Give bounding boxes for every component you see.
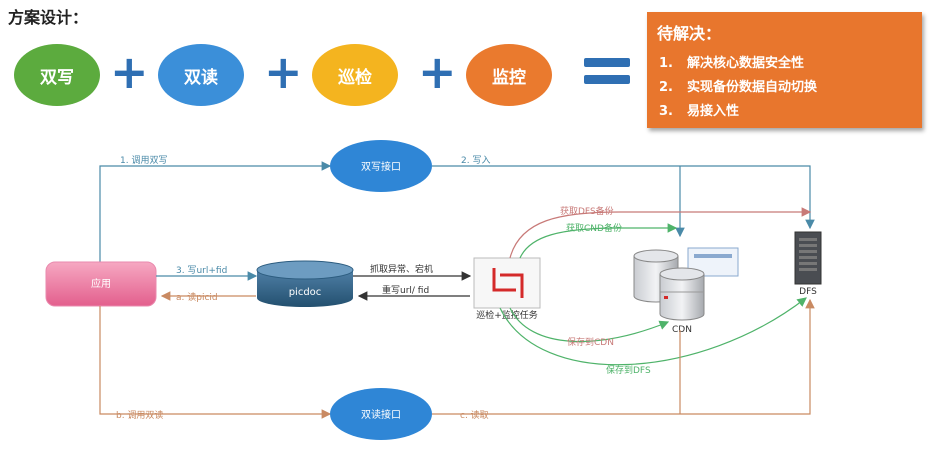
edge-save-dfs <box>499 297 807 366</box>
app-label: 应用 <box>91 277 111 290</box>
edge-call-write <box>99 161 332 262</box>
double-read-label: 双读 <box>184 67 218 88</box>
page-title: 方案设计： <box>8 8 89 27</box>
task-router-icon <box>492 268 524 298</box>
task-node <box>473 257 541 309</box>
edge-get-dfs-backup <box>509 207 812 259</box>
goal-item: 2. 实现备份数据自动切换 <box>659 76 817 95</box>
dfs-label: DFS <box>799 287 817 297</box>
inspection-circle: 巡检 <box>312 44 398 106</box>
goal-number: 3. <box>659 104 673 119</box>
goal-item: 1. 解决核心数据安全性 <box>659 52 804 71</box>
inspection-label: 巡检 <box>338 67 372 88</box>
edge-get-dfs-backup-label: 获取DFS备份 <box>560 205 614 217</box>
edge-save-cdn-label: 保存到CDN <box>567 336 614 348</box>
goal-text: 易接入性 <box>687 104 740 119</box>
edge-fetch-error-label: 抓取异常、宕机 <box>370 263 433 275</box>
monitor-circle: 监控 <box>466 44 552 106</box>
edge-read-label: c. 读取 <box>460 409 489 421</box>
app-node <box>45 261 157 307</box>
write-api-node <box>330 140 432 192</box>
cdn-node <box>633 247 739 321</box>
goal-number: 1. <box>659 56 673 71</box>
plus-sign-2: + <box>264 45 303 99</box>
edge-call-read-label: b. 调用双读 <box>116 409 163 421</box>
edge-read-dfs <box>432 298 815 415</box>
edge-get-cdn-backup-label: 获取CND备份 <box>566 222 622 234</box>
monitor-label: 监控 <box>492 67 526 88</box>
picdoc-label: picdoc <box>289 287 322 298</box>
edge-save-cdn <box>509 307 670 343</box>
goals-box: 待解决： 1. 解决核心数据安全性 2. 实现备份数据自动切换 3. 易接入性 <box>647 12 922 128</box>
edge-save-dfs-label: 保存到DFS <box>606 364 651 376</box>
edge-rewrite-label: 重写url/ fid <box>382 284 429 296</box>
plus-sign-1: + <box>110 45 149 99</box>
read-api-node <box>330 388 432 440</box>
edge-call-write-label: 1. 调用双写 <box>120 155 167 166</box>
cdn-label: CDN <box>672 325 692 335</box>
equals-sign <box>584 58 630 92</box>
read-api-label: 双读接口 <box>361 408 401 421</box>
edge-write-url-label: 3. 写url+fid <box>176 265 227 276</box>
edge-call-read <box>99 306 332 419</box>
dfs-node <box>794 231 822 285</box>
double-write-circle: 双写 <box>14 44 100 106</box>
double-read-circle: 双读 <box>158 44 244 106</box>
edge-write-to-dfs <box>432 165 815 230</box>
goals-title: 待解决： <box>657 24 722 43</box>
goal-item: 3. 易接入性 <box>659 100 739 119</box>
edge-get-cdn-backup <box>519 223 678 259</box>
write-api-label: 双写接口 <box>361 160 401 173</box>
plus-sign-3: + <box>418 45 457 99</box>
task-label: 巡检+监控任务 <box>476 309 538 321</box>
goal-text: 实现备份数据自动切换 <box>687 80 818 95</box>
goal-number: 2. <box>659 80 673 95</box>
goal-text: 解决核心数据安全性 <box>687 56 805 71</box>
edge-read-picid-label: a. 读picid <box>176 291 218 303</box>
double-write-label: 双写 <box>40 67 74 88</box>
edge-write-in-label: 2. 写入 <box>461 155 490 166</box>
picdoc-db-node <box>257 270 353 307</box>
